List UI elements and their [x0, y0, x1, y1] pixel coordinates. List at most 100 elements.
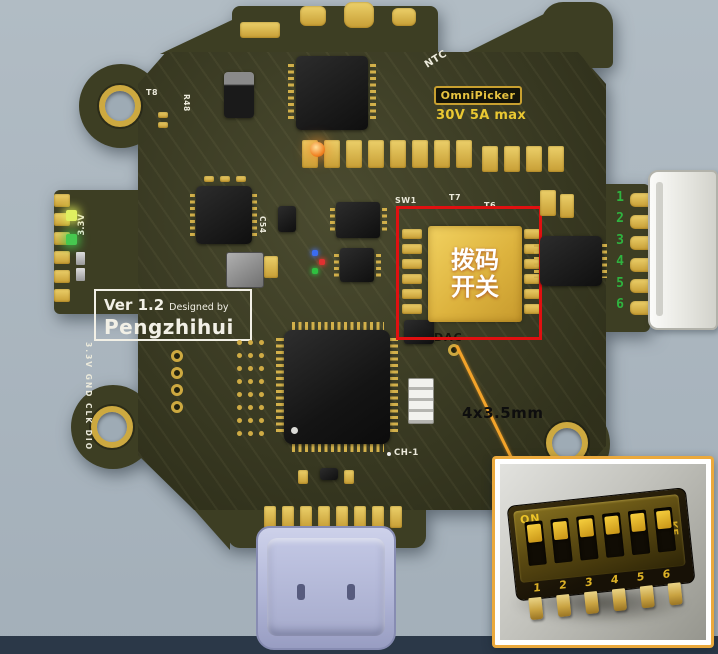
crystal-oscillator: [226, 252, 264, 288]
dip-switch-photo-group: ON KE 1 2 3 4 5 6: [503, 468, 706, 637]
dip-switch-position-numbers: 1 2 3 4 5 6: [503, 468, 692, 595]
dip-switch-actuator: [630, 512, 646, 533]
usb-pad: [372, 506, 384, 528]
position-number: 5: [636, 569, 645, 584]
ic-pins: [330, 208, 335, 234]
smd-pad: [204, 176, 214, 182]
via: [171, 384, 183, 396]
capacitor: [456, 140, 472, 168]
top-edge-pad: [240, 22, 280, 38]
dip-pad: [402, 229, 422, 239]
capacitor: [434, 140, 450, 168]
pin-number: 2: [616, 211, 624, 226]
dip-pad: [524, 304, 540, 314]
dip-pad: [402, 259, 422, 269]
dip-pad: [524, 259, 540, 269]
pin-number: 1: [616, 190, 624, 205]
pin-number: 4: [616, 254, 624, 269]
silkscreen-t7: T7: [449, 193, 462, 202]
capacitor: [548, 146, 564, 172]
led-yellow: [66, 210, 77, 221]
dip-pad: [524, 229, 540, 239]
pin-number: 5: [616, 276, 624, 291]
position-number: 1: [533, 580, 542, 595]
usb-pad: [354, 506, 366, 528]
dip-switch-pin: [528, 596, 544, 621]
ic-pins: [376, 254, 381, 278]
capacitor: [298, 470, 308, 484]
silkscreen-3v3-rail: 3.3V: [77, 214, 87, 236]
dip-pad: [524, 274, 540, 284]
mounting-hole-top-left: [99, 85, 141, 127]
capacitor: [344, 470, 354, 484]
castellated-pad: [54, 289, 70, 302]
gate-driver-ic: [336, 202, 380, 238]
regulator-ic: [196, 186, 252, 244]
ic-pins: [602, 244, 607, 278]
via: [171, 401, 183, 413]
usb-pad: [264, 506, 276, 528]
designer-name: Pengzhihui: [104, 315, 234, 339]
castellated-pad: [54, 251, 70, 264]
pin-number: 3: [616, 233, 624, 248]
dip-switch-actuator: [552, 520, 569, 541]
dip-switch-actuator: [655, 509, 672, 530]
usb-pad: [300, 506, 312, 528]
capacitor: [560, 194, 574, 218]
silkscreen-sw1: SW1: [395, 196, 417, 205]
capacitor: [368, 140, 384, 168]
dip-pad: [402, 289, 422, 299]
mounting-tab-top-right: [541, 2, 613, 68]
usb-c-shell-top: [267, 538, 385, 636]
status-led-orange: [310, 142, 325, 157]
usb-pad: [390, 506, 402, 528]
dip-pad: [524, 244, 540, 254]
castellated-pad: [630, 236, 650, 250]
test-point: [387, 452, 391, 456]
led-blue: [312, 250, 318, 256]
silkscreen-ch1: CH-1: [394, 448, 419, 458]
silkscreen-t8: T8: [146, 88, 159, 97]
smd-resistor: [76, 268, 85, 281]
led-red: [319, 259, 325, 265]
dip-switch-footprint: 拨码 开关: [428, 226, 522, 322]
via: [171, 350, 183, 362]
silkscreen-r48: R48: [182, 94, 191, 112]
dip-switch-pin: [639, 585, 655, 609]
mounting-hole-bottom-left: [91, 406, 133, 448]
capacitor: [412, 140, 428, 168]
castellated-pad: [54, 270, 70, 283]
capacitor: [264, 256, 278, 278]
resistor-network: [408, 378, 434, 424]
pcb-top-left-slant: [160, 20, 232, 54]
capacitor: [540, 190, 556, 216]
usb-pad: [336, 506, 348, 528]
ic-pins: [190, 194, 195, 236]
dip-switch-actuator: [526, 523, 543, 543]
smd-pad: [236, 176, 246, 182]
dimension-label: 4x3.5mm: [462, 404, 544, 422]
mcu-pins-right: [390, 338, 398, 434]
top-edge-pad: [344, 2, 374, 28]
position-number: 4: [610, 572, 619, 587]
castellated-pad: [630, 258, 650, 272]
capacitor: [324, 140, 340, 168]
mcu-chip: [284, 330, 390, 444]
ic-pins: [370, 64, 376, 122]
usb-pad: [282, 506, 294, 528]
smd-resistor: [76, 252, 85, 265]
dip-switch-inset: ON KE 1 2 3 4 5 6: [492, 456, 714, 648]
silkscreen-debug-header: 3.3V GND CLK DIO: [84, 342, 93, 452]
capacitor: [346, 140, 362, 168]
ic-pins: [334, 254, 339, 278]
silkscreen-c54: C54: [258, 216, 267, 234]
ic-pins: [382, 208, 387, 234]
version-label: Ver 1.2: [104, 296, 165, 314]
smd-pad: [220, 176, 230, 182]
power-ic: [296, 56, 368, 130]
connector-groove: [656, 182, 663, 316]
dip-switch-actuator: [578, 518, 595, 538]
ic-pins: [252, 194, 257, 236]
dip-switch-actuator: [604, 515, 621, 535]
